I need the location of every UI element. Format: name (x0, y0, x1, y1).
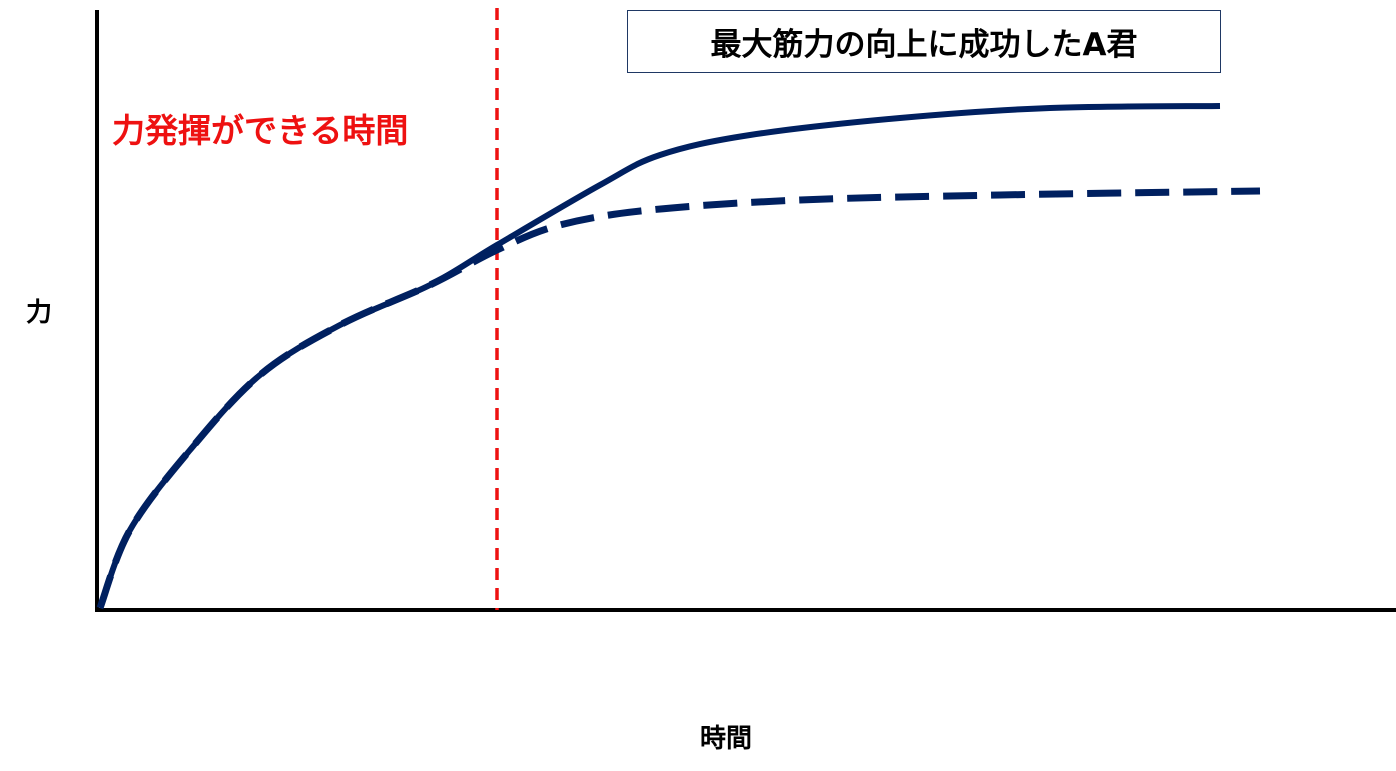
chart-title-box: 最大筋力の向上に成功したA君 (627, 10, 1221, 73)
force-time-annotation: 力発揮ができる時間 (112, 111, 409, 150)
series-line-after (97, 103, 1221, 610)
y-axis-label: 力 (26, 298, 53, 328)
chart-title: 最大筋力の向上に成功したA君 (710, 27, 1138, 63)
x-axis-label: 時間 (700, 724, 753, 754)
series-line-before (96, 187, 1261, 610)
